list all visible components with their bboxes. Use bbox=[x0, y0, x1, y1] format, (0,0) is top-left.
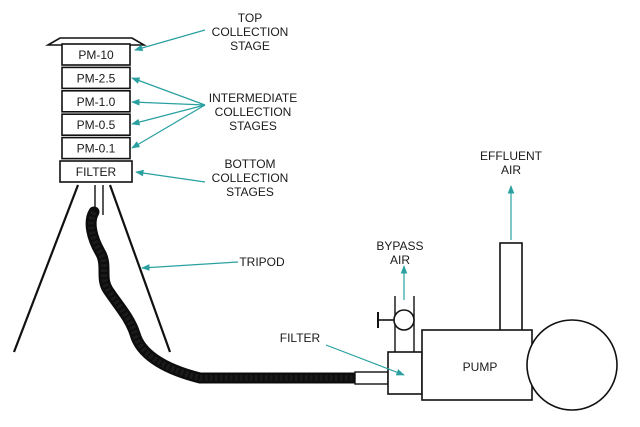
label-intermediate-line2: COLLECTION bbox=[215, 105, 292, 119]
stage-label: PM-0.5 bbox=[77, 118, 116, 132]
inlet-pipe bbox=[354, 371, 389, 385]
bypass-valve-assembly bbox=[377, 296, 415, 352]
arrow-bottom-stage bbox=[135, 169, 206, 183]
tripod bbox=[12, 184, 172, 353]
arrow-pm10 bbox=[131, 98, 206, 106]
label-bypass-line1: BYPASS bbox=[376, 239, 423, 253]
label-bypass: BYPASS AIR bbox=[376, 239, 423, 267]
arrow-pm05 bbox=[131, 104, 206, 126]
stage-box-pm25 bbox=[61, 66, 131, 90]
arrow-filter bbox=[325, 344, 405, 376]
stage-label: PM-0.1 bbox=[77, 142, 116, 156]
pump-label: PUMP bbox=[463, 360, 498, 374]
label-top-stage-line3: STAGE bbox=[230, 39, 270, 53]
label-tripod: TRIPOD bbox=[239, 255, 285, 269]
label-intermediate-line1: INTERMEDIATE bbox=[209, 91, 297, 105]
label-top-stage: TOP COLLECTION STAGE bbox=[212, 11, 289, 53]
sampling-hose bbox=[85, 206, 376, 384]
pump-body bbox=[421, 329, 533, 401]
filter-housing bbox=[387, 351, 423, 395]
stage-label: PM-2.5 bbox=[77, 71, 116, 85]
stage-box-pm01 bbox=[61, 136, 131, 160]
stage-label: PM-1.0 bbox=[77, 95, 116, 109]
pump-motor bbox=[526, 319, 618, 411]
label-effluent-line1: EFFLUENT bbox=[480, 149, 543, 163]
stage-box-pm10 bbox=[61, 90, 131, 113]
label-bottom: BOTTOM COLLECTION STAGES bbox=[212, 157, 289, 199]
stage-box-pm05 bbox=[61, 113, 131, 136]
filter-assembly bbox=[354, 351, 423, 395]
label-intermediate: INTERMEDIATE COLLECTION STAGES bbox=[209, 91, 297, 133]
stage-box-pm10 bbox=[61, 43, 131, 66]
valve-circle bbox=[393, 309, 415, 331]
label-bypass-line2: AIR bbox=[390, 253, 410, 267]
label-bottom-line2: COLLECTION bbox=[212, 171, 289, 185]
label-top-stage-line2: COLLECTION bbox=[212, 25, 289, 39]
arrow-top-stage bbox=[134, 29, 206, 52]
label-effluent-line2: AIR bbox=[501, 163, 521, 177]
stage-label: FILTER bbox=[76, 165, 117, 179]
sampling-hose-texture bbox=[88, 210, 370, 381]
tripod-leg-left bbox=[12, 184, 80, 353]
exhaust-stack bbox=[499, 242, 523, 332]
label-intermediate-line3: STAGES bbox=[229, 119, 277, 133]
leader-arrows bbox=[131, 29, 515, 376]
pump-assembly: PUMP bbox=[421, 242, 618, 411]
stage-label: PM-10 bbox=[78, 48, 114, 62]
stage-box-filter bbox=[59, 160, 133, 183]
arrow-pm01 bbox=[131, 104, 206, 149]
label-bottom-line1: BOTTOM bbox=[224, 157, 275, 171]
tripod-leg-right bbox=[108, 184, 172, 353]
label-top-stage-line1: TOP bbox=[238, 11, 262, 25]
label-effluent: EFFLUENT AIR bbox=[480, 149, 543, 177]
label-bottom-line3: STAGES bbox=[226, 185, 274, 199]
arrow-tripod bbox=[141, 261, 239, 271]
label-filter: FILTER bbox=[280, 331, 321, 345]
arrow-pm25 bbox=[131, 77, 206, 106]
